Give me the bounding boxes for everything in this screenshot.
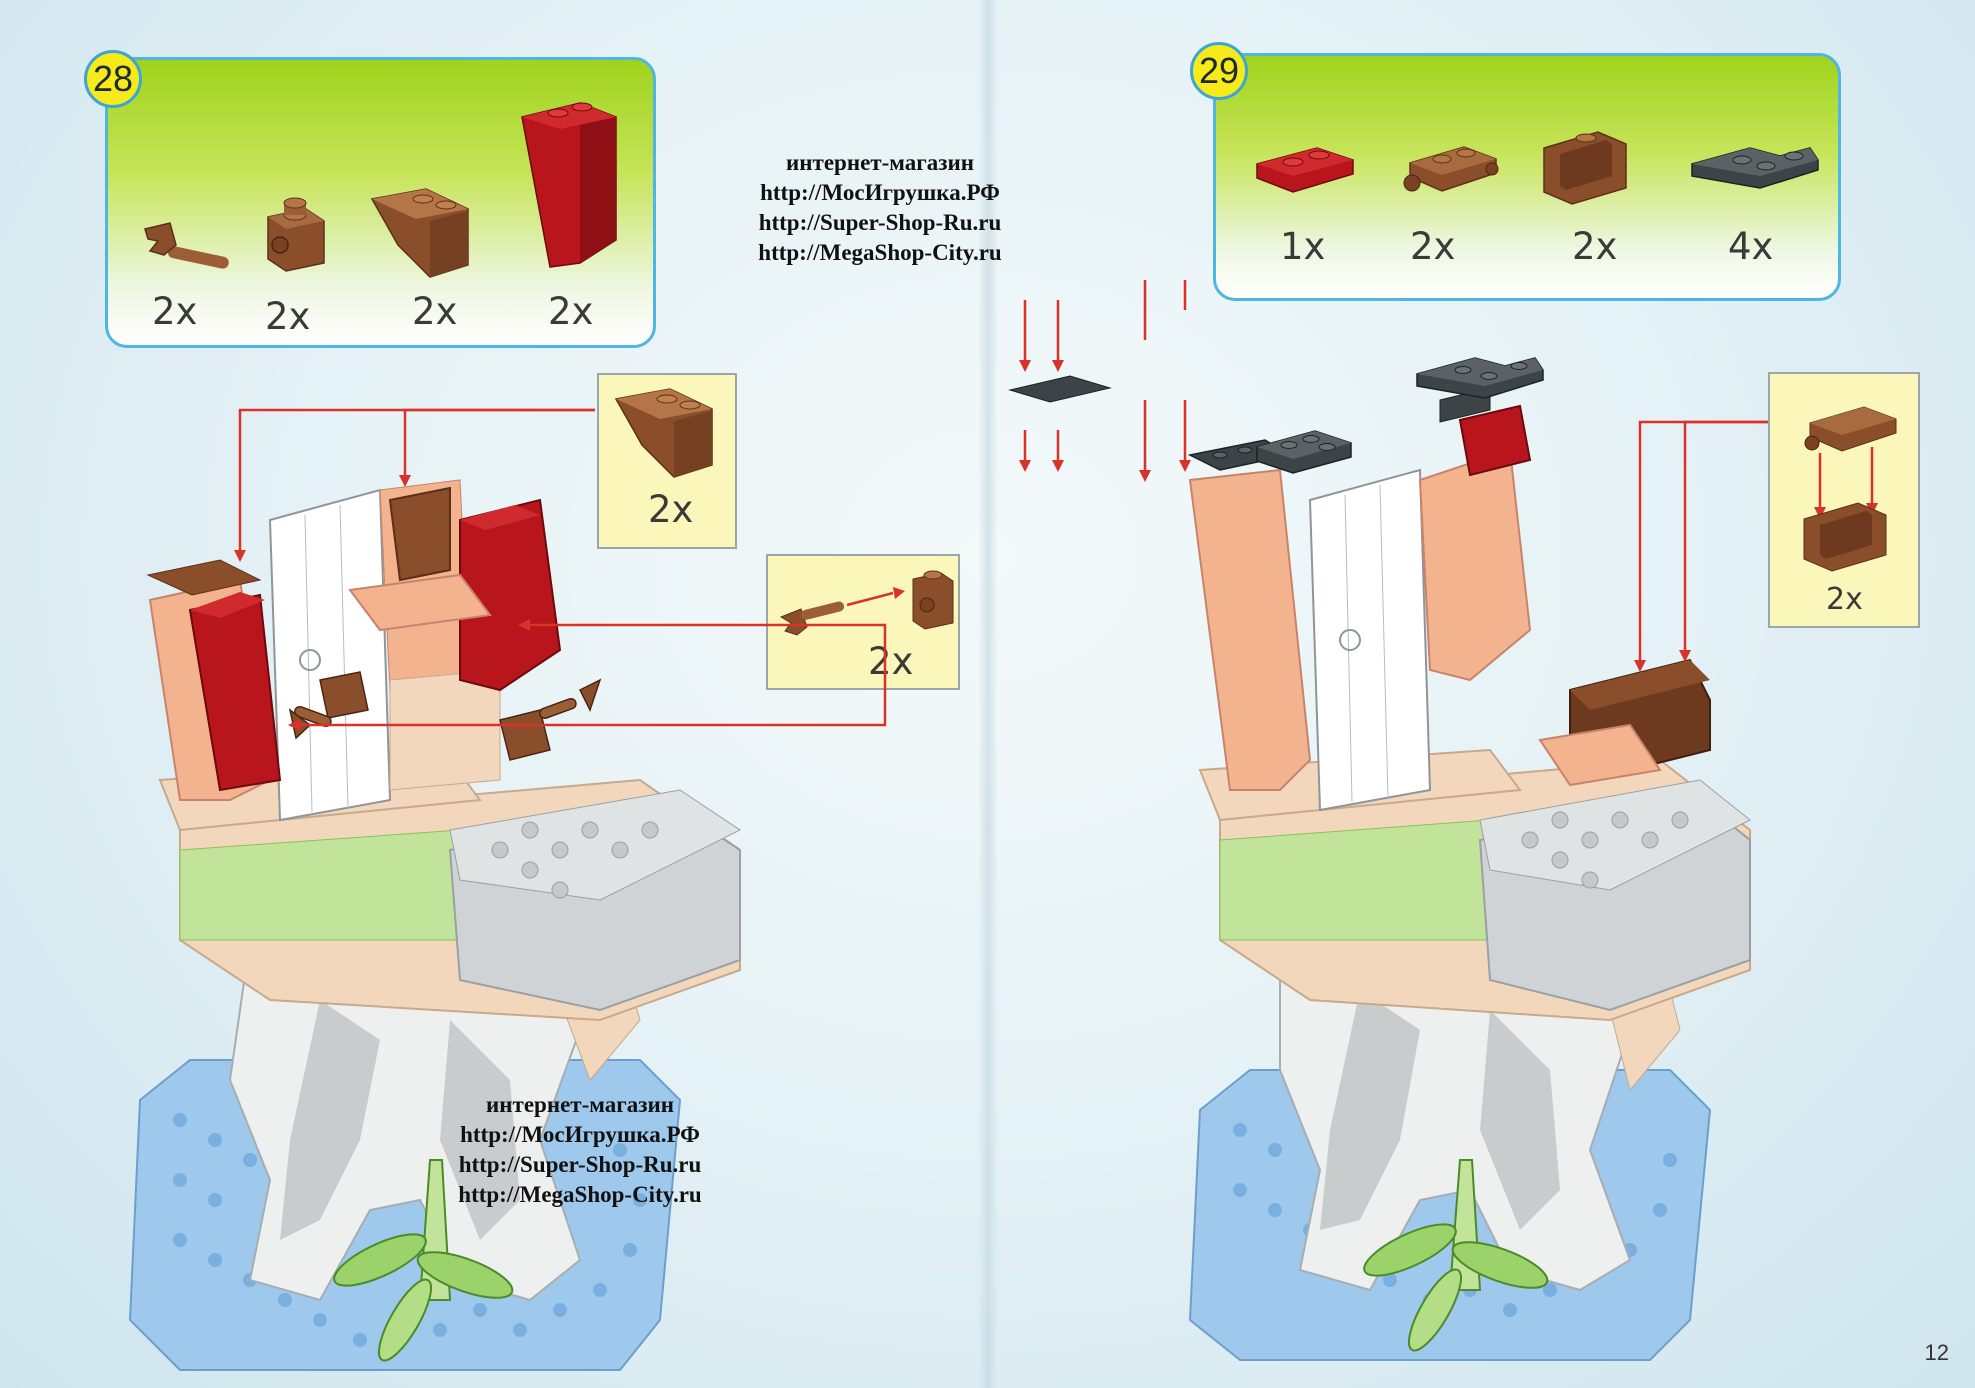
watermark-bottom-line3: http://Super-Shop-Ru.ru xyxy=(458,1152,702,1177)
step29-part-clip-plate-icon xyxy=(1403,146,1499,192)
watermark-top-line3: http://Super-Shop-Ru.ru xyxy=(758,210,1002,235)
watermark-bottom: интернет-магазин http://МосИгрушка.РФ ht… xyxy=(430,1090,730,1210)
step28-callout-slope-qty: 2x xyxy=(648,488,694,531)
step28-part-tall-red-slope-icon xyxy=(521,102,617,268)
step29-part-bracket-icon xyxy=(1543,131,1627,205)
step28-qty-3: 2x xyxy=(412,290,458,333)
watermark-top-line4: http://MegaShop-City.ru xyxy=(758,240,1002,265)
step29-qty-1: 1x xyxy=(1280,225,1326,268)
step28-part-clip-bar-icon xyxy=(144,222,229,269)
step29-part-corner-plate-icon xyxy=(1691,147,1819,189)
step28-callout-clip-icon xyxy=(779,570,954,636)
step28-part-inverted-slope-icon xyxy=(370,188,469,278)
watermark-bottom-line4: http://MegaShop-City.ru xyxy=(458,1182,702,1207)
step29-floating-dark-plates-top xyxy=(1416,357,1544,399)
step28-qty-1: 2x xyxy=(152,290,198,333)
step28-model-illustration xyxy=(128,408,887,1371)
step28-qty-4: 2x xyxy=(548,290,594,333)
step29-qty-2: 2x xyxy=(1410,225,1456,268)
watermark-top-line1: интернет-магазин xyxy=(786,150,974,175)
step28-part-side-stud-brick-icon xyxy=(267,197,325,272)
watermark-bottom-line2: http://МосИгрушка.РФ xyxy=(460,1122,700,1147)
page-number: 12 xyxy=(1924,1340,1949,1365)
step29-number-badge: 29 xyxy=(1190,42,1248,100)
watermark-top-line2: http://МосИгрушка.РФ xyxy=(760,180,1000,205)
step28-qty-2: 2x xyxy=(265,295,311,338)
watermark-bottom-line1: интернет-магазин xyxy=(486,1092,674,1117)
step29-qty-4: 4x xyxy=(1728,225,1774,268)
step29-part-red-plate-icon xyxy=(1256,147,1354,193)
step29-model-illustration xyxy=(1008,280,1768,1361)
watermark-top: интернет-магазин http://МосИгрушка.РФ ht… xyxy=(730,148,1030,268)
step28-callout-slope-icon xyxy=(614,388,713,478)
step28-callout-clip-qty: 2x xyxy=(868,640,914,683)
step29-qty-3: 2x xyxy=(1572,225,1618,268)
page-gutter xyxy=(978,0,998,1388)
step29-callout-icon xyxy=(1803,406,1897,572)
step29-floating-dark-plates-left xyxy=(1256,430,1352,474)
step29-callout-qty: 2x xyxy=(1826,582,1863,617)
step28-number-badge: 28 xyxy=(84,50,142,108)
